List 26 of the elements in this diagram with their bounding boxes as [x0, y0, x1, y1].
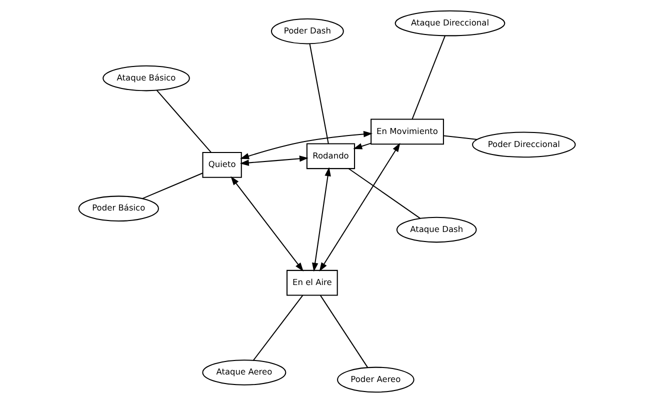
node-ellipse: Poder Dash [270, 18, 344, 44]
node-ellipse: Poder Direccional [472, 132, 576, 158]
node-ellipse: Poder Aereo [336, 366, 414, 393]
node-ellipse: Ataque Direccional [394, 10, 505, 36]
node-ellipse: Poder Básico [78, 196, 158, 222]
arrow [230, 176, 303, 272]
node-box: Rodando [306, 143, 355, 170]
connector [156, 90, 212, 153]
node-ellipse: Ataque Aereo [202, 360, 286, 386]
arrow [240, 131, 372, 160]
node-box: Quieto [202, 152, 242, 178]
arrow [239, 156, 308, 166]
connector [411, 36, 446, 120]
node-ellipse: Ataque Dash [396, 216, 476, 243]
connector [319, 295, 368, 368]
connector [308, 44, 328, 144]
connector [443, 135, 477, 140]
arrow [318, 142, 400, 272]
node-box: En Movimiento [370, 118, 444, 145]
arrow [352, 142, 371, 150]
node-ellipse: Ataque Básico [102, 65, 190, 92]
connector [142, 172, 202, 200]
connector [252, 294, 303, 361]
connector [348, 168, 420, 219]
arrow [312, 167, 330, 272]
node-box: En el Aire [286, 270, 338, 296]
